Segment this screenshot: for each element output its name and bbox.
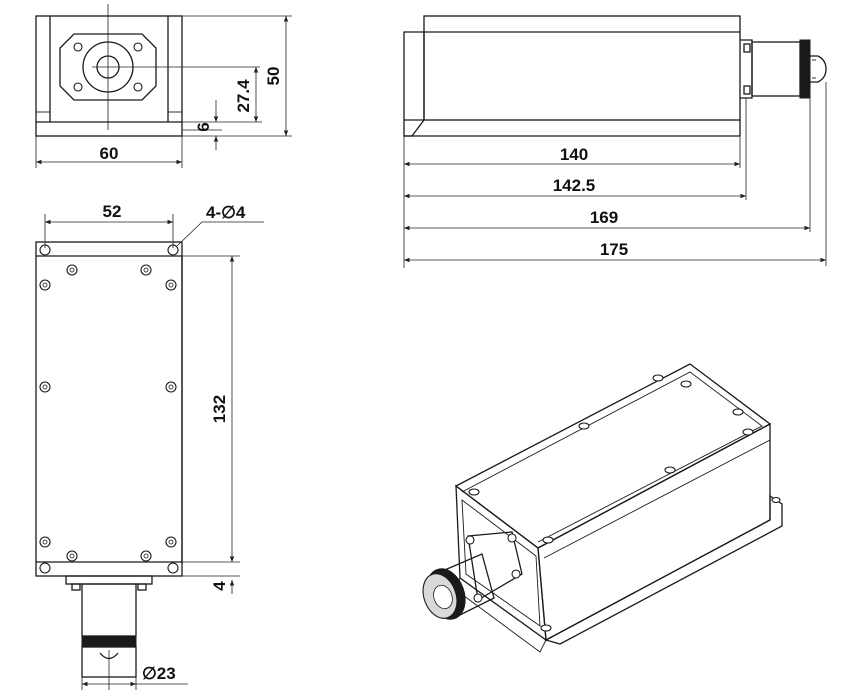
front-view-side-flanges [49,16,169,122]
side-view-end-flange [403,31,425,137]
dim-label-140: 140 [560,145,588,164]
dim-label-6: 6 [194,122,213,131]
iso-front-face [455,484,547,642]
dim-label-23: ∅23 [142,664,176,683]
flange-screw [73,82,83,92]
dim-label-142-5: 142.5 [553,176,596,195]
dim-label-175: 175 [600,240,628,259]
top-view-connector-ring [81,635,137,648]
dim-label-60: 60 [100,144,119,163]
mount-hole [167,562,179,574]
side-view: 140 142.5 169 175 [403,15,827,268]
side-view-connector-ring [799,39,811,99]
iso-base-flange [544,494,783,645]
front-view-body [35,15,183,137]
dim-label-132: 132 [210,395,229,423]
top-view-body [35,241,183,577]
dim-label-52: 52 [103,202,122,221]
iso-connector-plate [467,531,523,602]
hole-callout-label: 4-∅4 [206,203,246,222]
lid-screws [39,264,177,562]
flange-screw [133,82,143,92]
flange-screw [73,42,83,52]
flange-screw [133,42,143,52]
side-view-lens-cap [810,55,827,83]
front-view: 60 50 27.4 6 [35,4,292,168]
dim-label-169: 169 [590,208,618,227]
dim-label-4: 4 [210,581,229,591]
dim-label-27-4: 27.4 [234,79,253,113]
side-view-connector-barrel [751,41,801,97]
iso-top-face [454,363,772,549]
iso-side-face [537,422,771,642]
hole-callout-leader [176,221,203,247]
mount-hole [39,562,51,574]
top-view: 52 4-∅4 132 4 ∅23 [35,202,264,690]
front-view-connector-flange [59,33,157,101]
dim-label-50: 50 [264,67,283,86]
isometric-view [422,363,783,653]
top-view-connector-barrel [81,583,137,637]
top-view-connector-flange [65,575,153,585]
